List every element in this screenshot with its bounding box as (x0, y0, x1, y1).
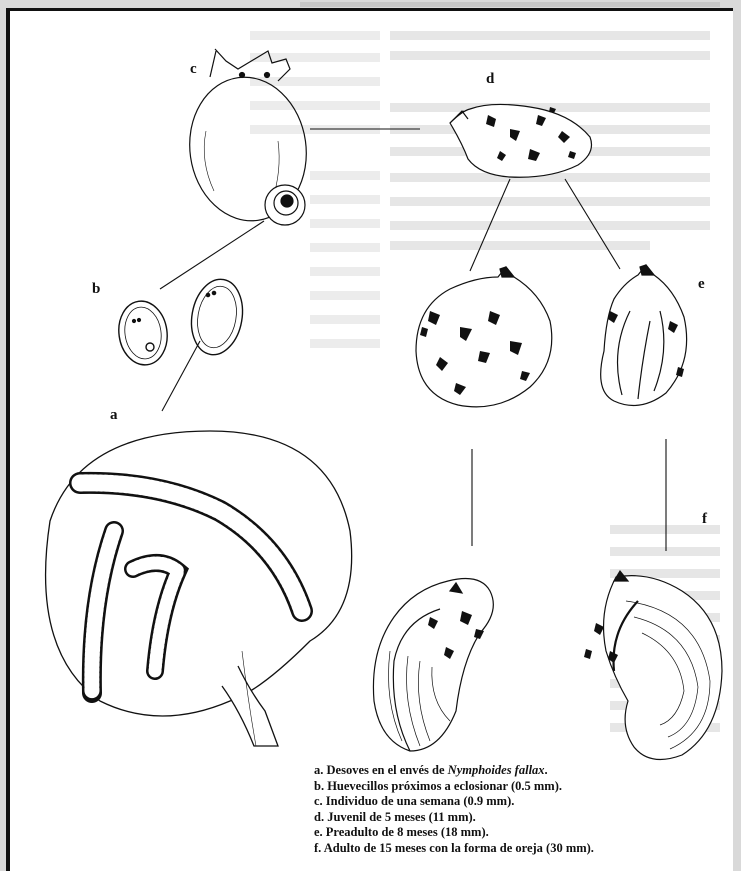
adult-fifteen-months-drawing (373, 571, 722, 760)
caption-line-a: a. Desoves en el envés de Nymphoides fal… (314, 763, 733, 779)
caption-line-b: b. Huevecillos próximos a eclosionar (0.… (314, 779, 733, 795)
juvenile-five-months-drawing (450, 104, 592, 177)
caption-line-f: f. Adulto de 15 meses con la forma de or… (314, 841, 733, 857)
caption-line-e: e. Preadulto de 8 meses (18 mm). (314, 825, 733, 841)
figure-caption: a. Desoves en el envés de Nymphoides fal… (314, 763, 733, 857)
figure-label-b: b (92, 281, 100, 298)
caption-line-d: d. Juvenil de 5 meses (11 mm). (314, 810, 733, 826)
figure-label-c: c (190, 61, 197, 78)
leaf-with-egg-masses-drawing (46, 431, 352, 746)
juvenile-one-week-drawing (181, 49, 316, 228)
preadult-eight-months-drawing (416, 265, 687, 407)
caption-species-name: Nymphoides fallax (448, 763, 545, 777)
figure-panel: c d b e a f a. Desoves en el envés de Ny… (6, 8, 733, 871)
life-cycle-drawing (10, 11, 733, 871)
figure-label-d: d (486, 71, 494, 88)
figure-label-a: a (110, 407, 118, 424)
eggs-drawing (115, 275, 248, 368)
figure-label-e: e (698, 276, 705, 293)
caption-line-c: c. Individuo de una semana (0.9 mm). (314, 794, 733, 810)
figure-label-f: f (702, 511, 707, 528)
